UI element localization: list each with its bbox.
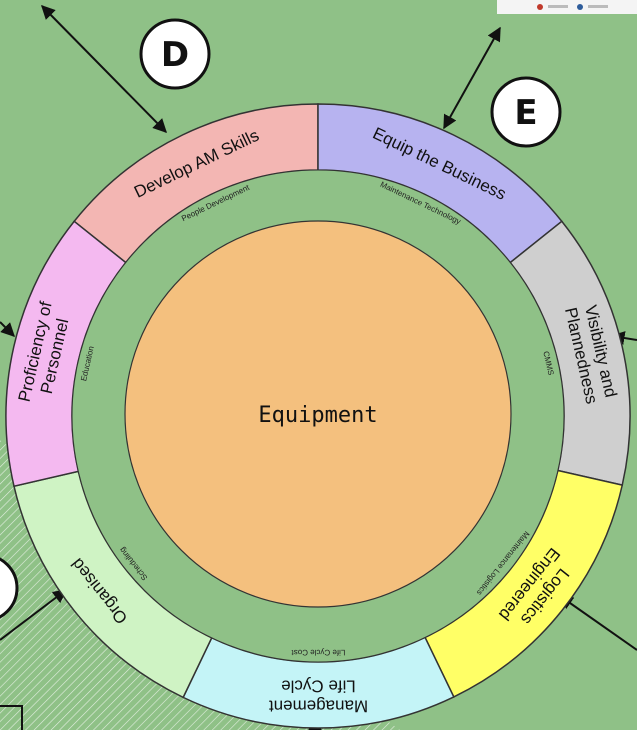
inner-label-life-cycle-management: Life Cycle Cost: [291, 648, 346, 657]
badge-d: D: [139, 18, 211, 90]
badge-d-letter: D: [161, 35, 189, 75]
equipment-core: [124, 220, 512, 608]
arrow-equip-the-business: [443, 26, 501, 130]
arrow-engineered-logistics: [558, 595, 637, 651]
arrow-develop-am-skills: [41, 5, 167, 133]
badge-e-letter: E: [514, 93, 537, 133]
corner-square: [0, 705, 23, 730]
badge-partial-left: [0, 557, 19, 619]
badge-e: E: [490, 76, 562, 148]
segment-label-life-cycle-management: Management: [269, 696, 369, 715]
arrow-organised: [0, 589, 68, 641]
arrow-proficiency: [0, 321, 15, 337]
center-label: Equipment: [258, 403, 377, 428]
segment-label-life-cycle-management: Life Cycle: [281, 676, 356, 695]
thumbnail-strip: [497, 0, 637, 14]
outer-ring: [5, 103, 631, 729]
